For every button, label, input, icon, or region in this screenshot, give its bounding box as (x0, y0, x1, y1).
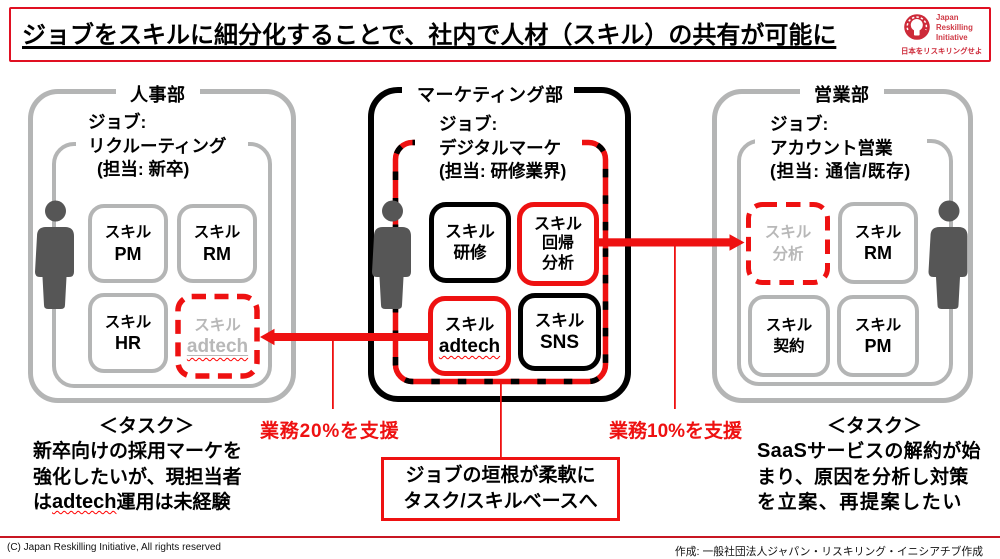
svg-text:Japan: Japan (936, 13, 959, 22)
svg-text:日本をリスキリングせよ: 日本をリスキリングせよ (901, 47, 982, 56)
svg-text:Reskilling: Reskilling (936, 23, 973, 32)
svg-text:Initiative: Initiative (936, 33, 968, 42)
